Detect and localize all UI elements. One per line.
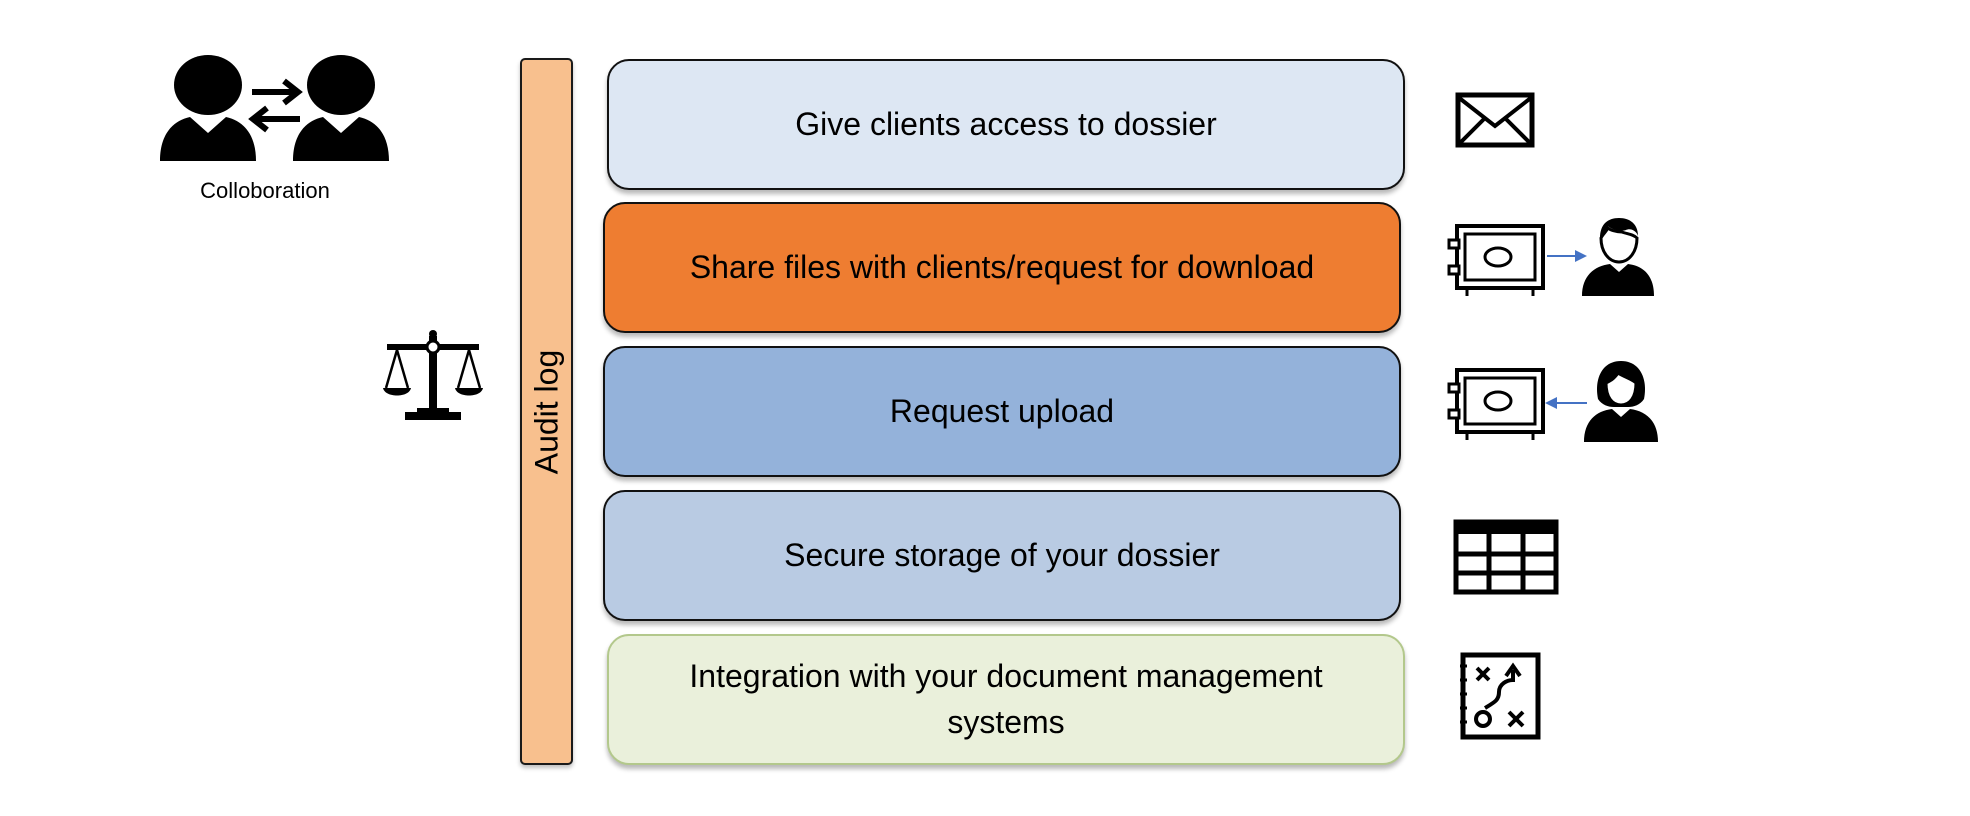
scales-of-justice-icon (383, 330, 483, 420)
collaboration-icon (160, 55, 389, 161)
arrow-right-icon (1547, 250, 1587, 262)
table-grid-icon (1453, 519, 1559, 595)
step-secure-storage: Secure storage of your dossier (603, 490, 1401, 621)
step-label: Request upload (889, 392, 1115, 429)
audit-log-label: Audit log (528, 349, 564, 474)
step-share-files: Share files with clients/request for dow… (603, 202, 1401, 333)
step-integration: Integration with your document managemen… (607, 634, 1405, 765)
collaboration-label: Colloboration (200, 178, 330, 203)
arrow-left-icon (1545, 397, 1587, 409)
audit-log-bar: Audit log (520, 58, 573, 765)
step-label: Secure storage of your dossier (784, 536, 1220, 573)
safe-icon (1447, 224, 1545, 296)
strategy-plan-icon (1460, 652, 1541, 740)
step-give-access: Give clients access to dossier (607, 59, 1405, 190)
step-label: Integration with your document managemen… (689, 658, 1323, 740)
step-request-upload: Request upload (603, 346, 1401, 477)
step-label: Give clients access to dossier (795, 105, 1217, 142)
envelope-icon (1455, 92, 1535, 148)
step-label: Share files with clients/request for dow… (689, 248, 1315, 285)
person-male-icon (1582, 218, 1654, 296)
safe-icon (1447, 368, 1545, 440)
person-female-icon (1584, 361, 1658, 442)
